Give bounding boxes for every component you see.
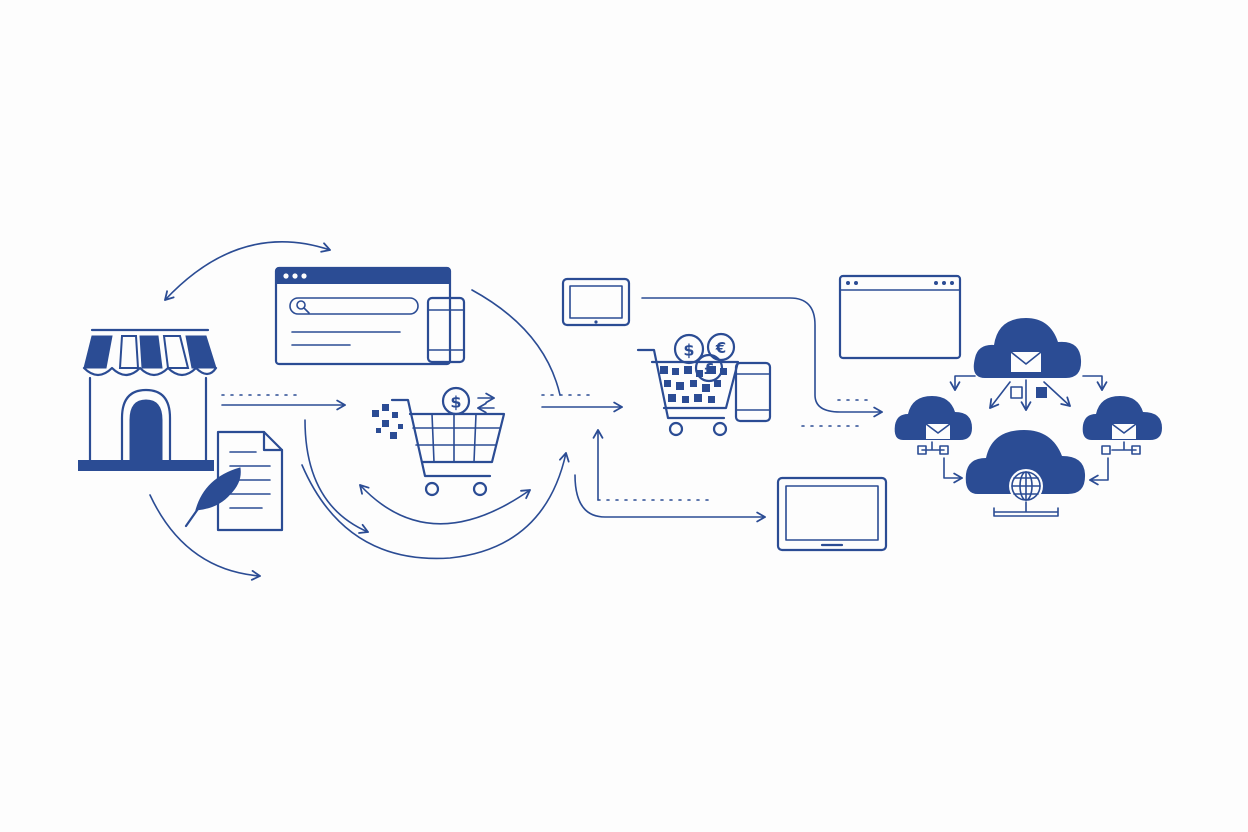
euro-coin-icon	[706, 332, 736, 362]
browser-window-icon	[838, 274, 962, 360]
browser-search-icon	[274, 266, 452, 366]
smartphone-icon	[734, 361, 772, 423]
arrow-top-arc	[164, 241, 331, 301]
search-icon	[296, 300, 306, 310]
arrow-to-laptop	[574, 474, 766, 523]
smartphone-icon	[426, 296, 466, 364]
arrow-inner-left-arc	[304, 419, 369, 534]
shopping-cart-coins-icon	[636, 348, 740, 437]
pound-coin-icon	[694, 353, 724, 383]
dollar-coin-icon: $	[441, 386, 495, 416]
network-nodes-icon	[917, 375, 1141, 486]
cloud-email-icon	[894, 396, 972, 440]
document-icon	[216, 430, 284, 532]
arrow-browser-arc	[471, 289, 561, 396]
arrow-tablet-to-cloud	[641, 297, 883, 418]
svg-text:£: £	[704, 360, 714, 378]
svg-text:$: $	[450, 393, 461, 412]
cloud-globe-icon	[965, 430, 1086, 517]
svg-text:€: €	[715, 339, 726, 357]
pixel-blocks	[372, 404, 403, 439]
arrow-bottom-left-arc	[149, 494, 261, 581]
svg-text:$: $	[683, 341, 694, 360]
cloud-email-icon	[973, 318, 1082, 378]
storefront-icon	[78, 328, 218, 471]
coin-stack: $ € £	[673, 332, 736, 383]
cloud-network	[894, 318, 1162, 517]
laptop-screen-icon	[776, 476, 888, 552]
cloud-email-icon	[1082, 396, 1162, 440]
arrow-inner-loop	[359, 484, 531, 525]
shopping-cart-icon	[390, 398, 506, 497]
arrow-big-bottom-arc	[301, 452, 570, 560]
tablet-icon	[561, 277, 631, 327]
quill-pen-icon	[184, 467, 241, 528]
flow-arrows	[149, 241, 883, 581]
